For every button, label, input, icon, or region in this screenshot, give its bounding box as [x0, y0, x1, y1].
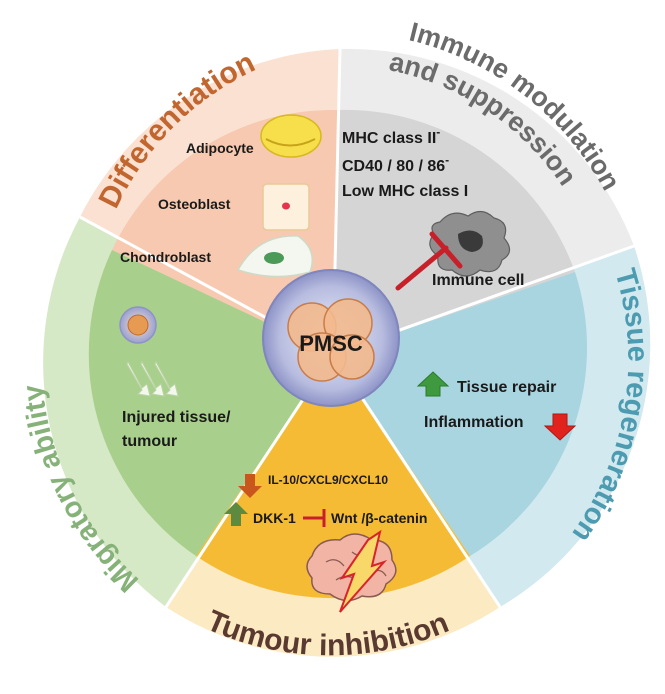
osteoblast-icon — [262, 183, 310, 231]
osteoblast-label: Osteoblast — [158, 196, 231, 212]
adipocyte-label: Adipocyte — [186, 140, 254, 156]
lightning-icon — [339, 529, 388, 613]
immune-content: MHC class II- CD40 / 80 / 86- Low MHC cl… — [342, 125, 524, 291]
up-arrow-small-icon — [224, 502, 248, 526]
pmsc-nucleus — [287, 298, 375, 382]
chondroblast-label: Chondroblast — [120, 249, 211, 265]
dkk1-inhibit-icon — [303, 509, 326, 527]
inflammation-label: Inflammation — [424, 414, 524, 431]
dkk1-label: DKK-1 — [253, 510, 296, 526]
cytokines-label: IL-10/CXCL9/CXCL10 — [268, 473, 388, 487]
marker-mhc-ii: MHC class II- — [342, 125, 440, 147]
migrating-cell-icon — [119, 306, 157, 344]
pmsc-label: PMSC — [299, 331, 363, 356]
down-arrow-small-icon — [238, 474, 262, 498]
immune-cell-label: Immune cell — [432, 272, 524, 289]
down-arrow-icon — [543, 413, 577, 441]
tumour-content: IL-10/CXCL9/CXCL10 DKK-1 Wnt /β-catenin — [224, 473, 427, 613]
marker-cd40: CD40 / 80 / 86- — [342, 153, 449, 175]
injured-tissue-label-2: tumour — [122, 433, 177, 450]
migratory-content: Injured tissue/ tumour — [119, 306, 231, 450]
adipocyte-icon — [260, 114, 322, 158]
injured-tissue-label-1: Injured tissue/ — [122, 409, 231, 426]
differentiation-content: Adipocyte Osteoblast Chondroblast — [120, 114, 322, 278]
migration-arrows-icon — [126, 360, 179, 397]
up-arrow-icon — [416, 371, 450, 397]
chondroblast-icon — [236, 235, 313, 278]
inhibition-arrow-icon — [395, 231, 463, 291]
pmsc-cell: PMSC — [262, 269, 400, 407]
tissue-content: Tissue repair Inflammation — [416, 371, 577, 441]
marker-low-mhc-i: Low MHC class I — [342, 183, 468, 200]
wnt-label: Wnt /β-catenin — [331, 510, 427, 526]
sector-tumour — [196, 354, 470, 599]
tissue-repair-label: Tissue repair — [457, 379, 556, 396]
immune-cell-icon — [429, 210, 511, 277]
